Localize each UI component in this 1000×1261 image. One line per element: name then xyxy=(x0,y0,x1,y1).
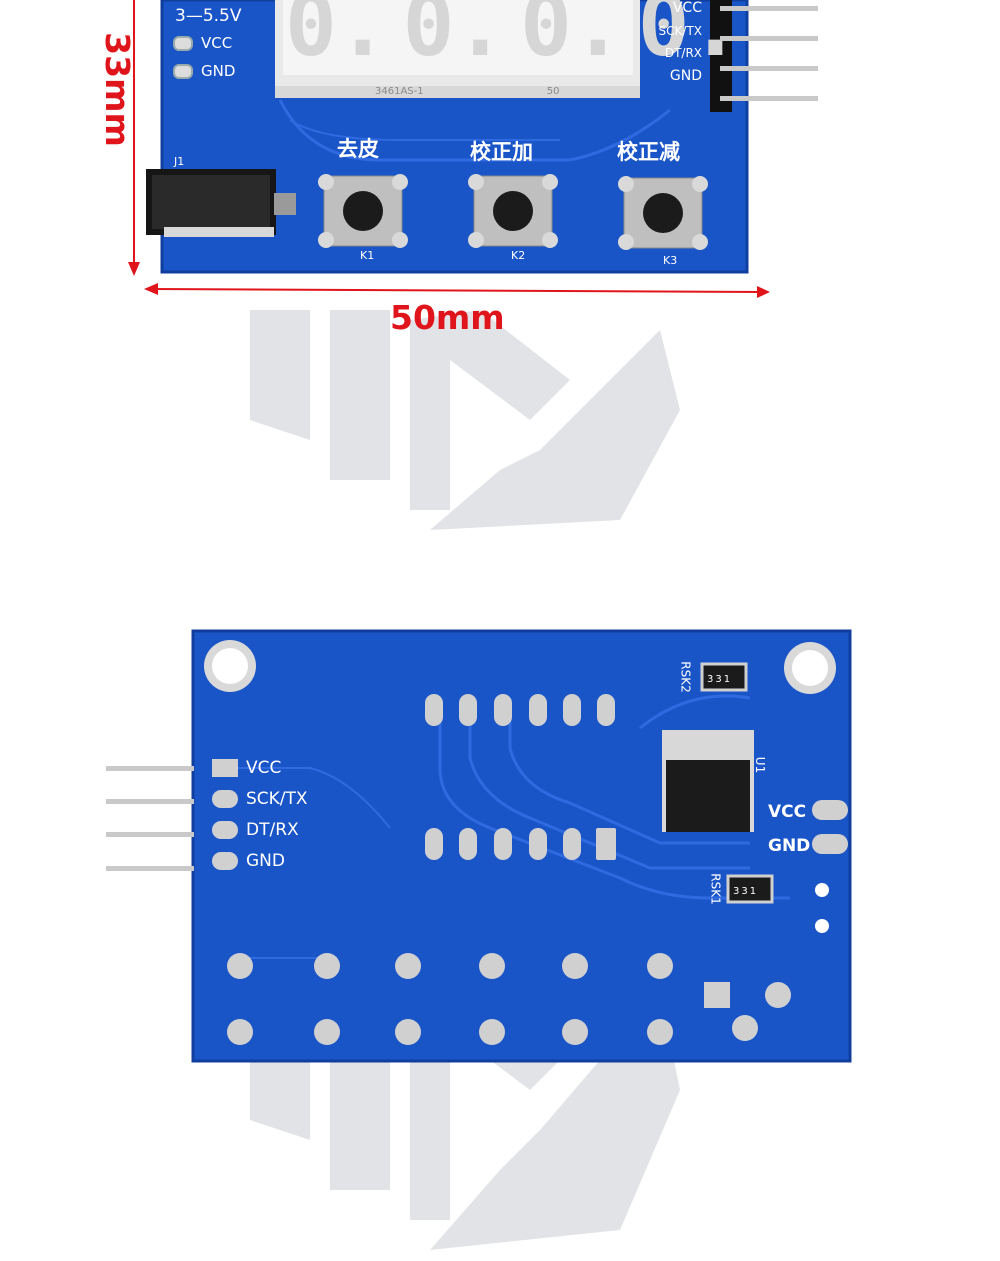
resistor-value-rsk2: 331 xyxy=(707,674,733,685)
chip-ref-label: U1 xyxy=(753,756,768,774)
button-ref-k3: K3 xyxy=(663,254,678,267)
tactile-button-k1[interactable] xyxy=(316,172,410,252)
header-label-vcc: VCC xyxy=(672,0,702,16)
resistor-ref-rsk2: RSK2 xyxy=(678,661,693,693)
front-header-labels: VCC SCK/TX DT/RX GND xyxy=(636,0,702,115)
digit-1: 0. xyxy=(285,0,389,76)
button-label-tare: 去皮 xyxy=(337,137,379,161)
back-header-labels: VCC SCK/TX DT/RX GND xyxy=(212,758,308,871)
ic-chip xyxy=(662,730,754,832)
header-label-dt: DT/RX xyxy=(664,46,702,60)
supply-voltage-label: 3—5.5V xyxy=(175,6,242,26)
square-pad-icon xyxy=(212,759,238,777)
dimension-height-label: 33mm xyxy=(97,32,137,147)
back-board xyxy=(191,629,852,1063)
button-label-cal-plus: 校正加 xyxy=(470,140,533,164)
front-header-pins xyxy=(720,6,818,101)
button-ref-k1: K1 xyxy=(360,249,375,262)
button-label-cal-minus: 校正减 xyxy=(617,140,680,164)
back-pin-gnd: GND xyxy=(212,851,308,871)
front-left-pin-vcc: VCC xyxy=(173,34,232,52)
pad-icon xyxy=(173,63,193,79)
resistor-value-rsk1: 331 xyxy=(733,886,759,897)
digit-2: 0. xyxy=(402,0,507,76)
header-label-gnd: GND xyxy=(669,68,702,84)
back-pin-sck: SCK/TX xyxy=(212,789,308,809)
header-label-sck: SCK/TX xyxy=(658,24,702,38)
back-header-pins xyxy=(106,766,194,871)
display-part-number: 3461AS-1 50 xyxy=(375,86,560,97)
jack-label: J1 xyxy=(174,155,185,168)
dc-jack xyxy=(146,169,296,237)
back-pin-vcc: VCC xyxy=(212,758,308,778)
round-pad-icon xyxy=(212,852,238,870)
round-pad-icon xyxy=(212,790,238,808)
back-side-label-vcc: VCC xyxy=(768,802,807,822)
watermark-logo-top xyxy=(250,310,680,530)
tactile-button-k2[interactable] xyxy=(466,172,560,252)
back-side-label-gnd: GND xyxy=(768,836,811,856)
dimension-width-label: 50mm xyxy=(390,298,505,337)
back-pin-dt: DT/RX xyxy=(212,820,308,840)
button-ref-k2: K2 xyxy=(511,249,526,262)
front-left-pin-gnd: GND xyxy=(173,62,235,80)
dimension-arrows xyxy=(128,0,770,298)
tactile-button-k3[interactable] xyxy=(616,174,710,254)
pad-icon xyxy=(173,35,193,51)
round-pad-icon xyxy=(212,821,238,839)
resistor-ref-rsk1: RSK1 xyxy=(708,873,723,905)
digit-3: 0. xyxy=(520,0,624,76)
